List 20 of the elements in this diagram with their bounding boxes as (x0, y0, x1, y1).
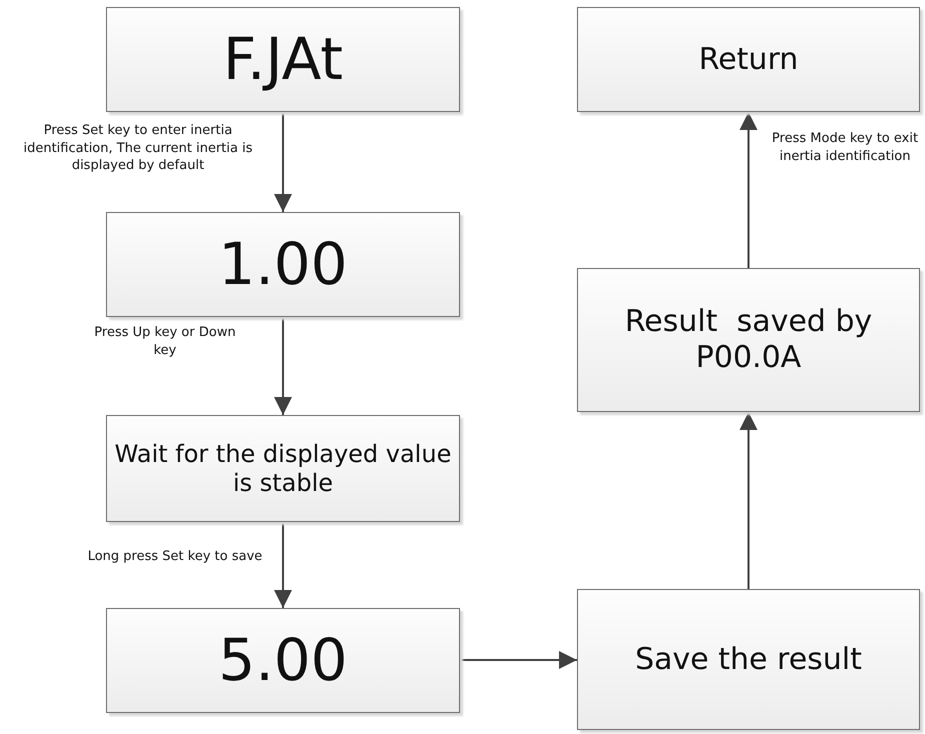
arrow (460, 651, 577, 669)
box-text: 5.00 (218, 626, 348, 696)
arrow (740, 112, 758, 268)
box-text: F.JAt (223, 24, 343, 94)
process-box (577, 268, 920, 412)
box-text: Wait for the displayed value is stable (114, 440, 452, 498)
arrow (274, 317, 292, 415)
arrow (274, 112, 292, 212)
process-box (106, 415, 460, 522)
process-box (106, 212, 460, 317)
box-text: 1.00 (218, 230, 348, 300)
arrow (740, 412, 758, 589)
box-text: Save the result (635, 642, 862, 678)
box-text: Result saved by P00.0A (624, 304, 874, 376)
process-box (106, 7, 460, 112)
box-text: Return (698, 42, 798, 78)
arrow (274, 522, 292, 608)
process-box (577, 589, 920, 730)
process-box (577, 7, 920, 112)
process-box (106, 608, 460, 713)
